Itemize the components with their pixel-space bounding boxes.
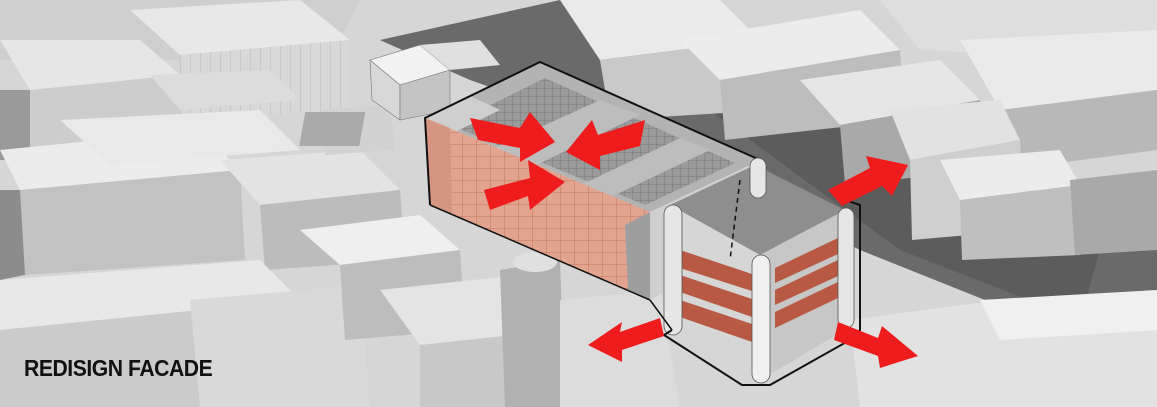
caption-title: REDISIGN FACADE (24, 355, 212, 382)
